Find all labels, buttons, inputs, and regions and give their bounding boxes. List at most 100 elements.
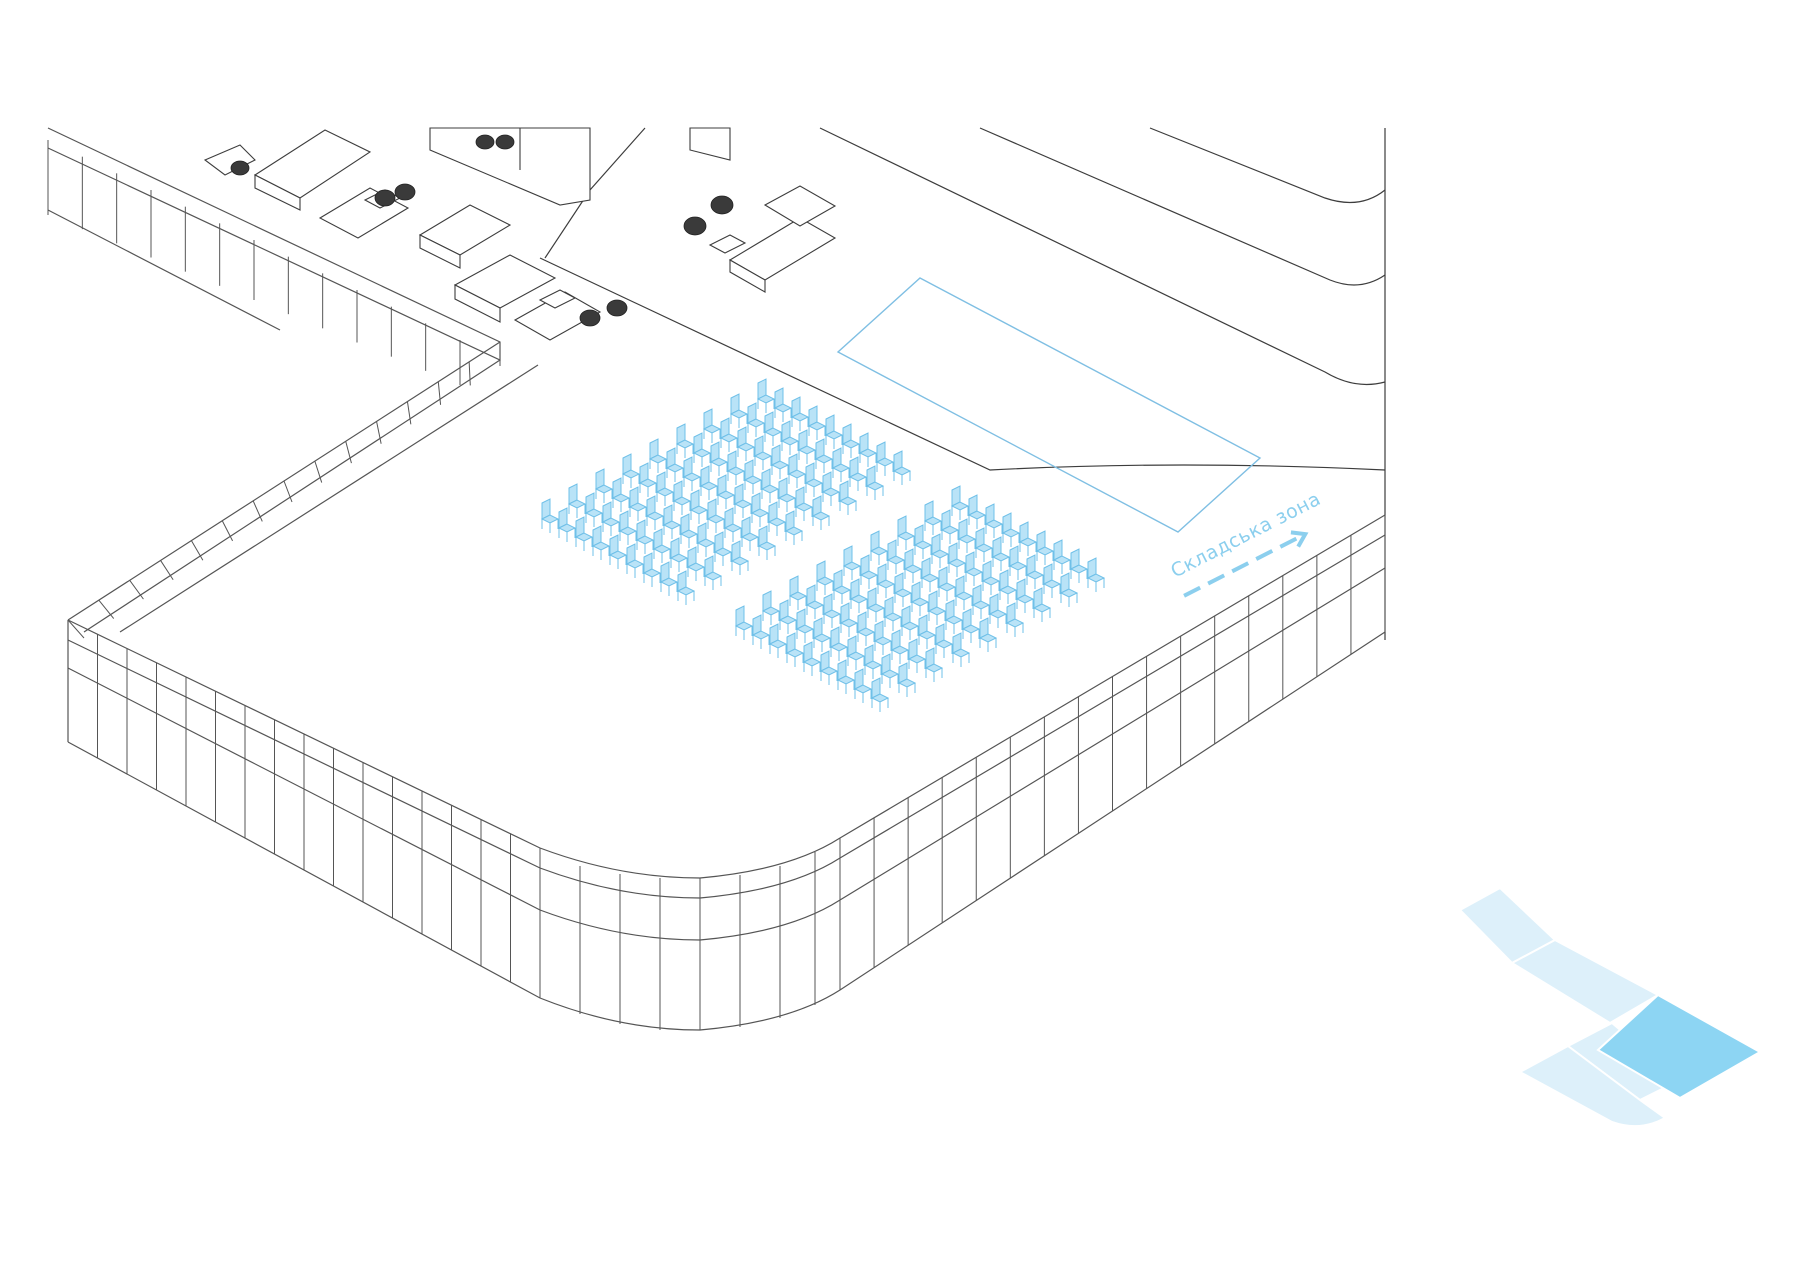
chair [849,578,869,613]
chair [682,456,702,491]
chair [761,590,781,625]
chair [767,501,787,536]
wire-chair-4 [579,309,601,327]
chair [863,644,883,679]
chair [751,614,771,649]
railing-post [345,441,352,464]
chair [784,510,804,545]
chair [866,587,886,622]
chair [702,408,722,443]
chair [768,623,788,658]
chair [869,530,889,565]
chair [699,465,719,500]
chair [726,450,746,485]
chair [841,423,861,458]
chair [1032,587,1052,622]
chair [876,563,896,598]
chair [974,527,994,562]
chair [686,546,706,581]
chair [760,468,780,503]
chair [923,500,943,535]
railing-post [129,579,144,600]
wire-chair-7 [710,195,734,215]
chair [954,575,974,610]
chair [750,492,770,527]
chair [1086,557,1106,592]
plaza-curve-3 [1149,127,1386,204]
chair [934,623,954,658]
chair [807,405,827,440]
chair [907,638,927,673]
chair [967,494,987,529]
chair [540,498,560,533]
chair [883,596,903,631]
sofa-3-side [419,234,461,269]
chair [665,447,685,482]
chair [947,542,967,577]
bar-counter [429,127,591,206]
chair [716,474,736,509]
chair [645,495,665,530]
chair [679,513,699,548]
chair [611,477,631,512]
chair [910,581,930,616]
chair [1035,530,1055,565]
chair [675,423,695,458]
chair [743,459,763,494]
chair [780,420,800,455]
chair [740,516,760,551]
chair [733,483,753,518]
plaza-outlines [539,127,1386,640]
chair [753,435,773,470]
chair [1042,563,1062,598]
minimap-tile-4 [1517,1044,1667,1128]
chair [978,617,998,652]
wire-chair-6 [683,216,707,236]
seating-block-left [540,378,912,605]
chair [848,456,868,491]
chair [652,528,672,563]
chair [930,533,950,568]
chair [805,584,825,619]
chair [998,569,1018,604]
glass-facade [47,127,1386,1031]
sofa-1-side [254,174,301,211]
chair [913,524,933,559]
chair [991,536,1011,571]
chair [703,555,723,590]
railing-post [376,421,382,444]
chair [621,453,641,488]
chair [696,522,716,557]
chair [890,629,910,664]
chair [880,653,900,688]
plaza-curve-2 [979,127,1386,286]
chair [892,450,912,485]
chair [846,635,866,670]
chair [713,531,733,566]
chair [625,543,645,578]
chair [778,599,798,634]
chair [950,485,970,520]
chair [875,441,895,476]
chair [865,465,885,500]
chair [692,432,712,467]
sofa-4-side [454,284,501,323]
chair [729,393,749,428]
railing-post [283,480,293,503]
minimap-tile-2 [1509,938,1661,1025]
chair [951,632,971,667]
facade-mullions [67,515,1386,1030]
chair [964,551,984,586]
chair [927,590,947,625]
chair [870,677,890,712]
chair [719,417,739,452]
chair [856,611,876,646]
chair [557,507,577,542]
chair [832,569,852,604]
railing-posts [67,342,501,639]
chair [790,396,810,431]
chair [662,504,682,539]
railing-post [406,401,412,425]
facade-wing-bottom [47,209,281,331]
chair [601,501,621,536]
